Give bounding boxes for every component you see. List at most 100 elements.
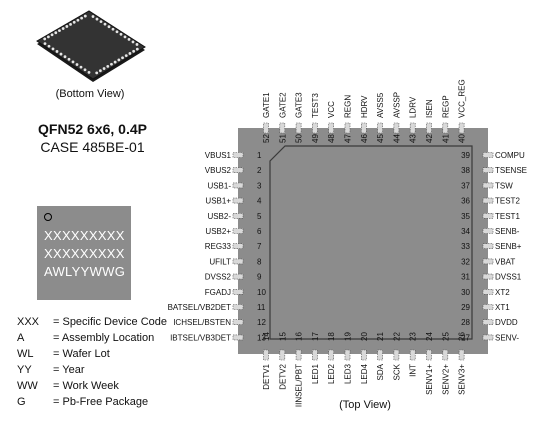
pin-pad-left xyxy=(232,288,244,295)
pin-number: 45 xyxy=(376,134,385,143)
legend-desc: = Pb-Free Package xyxy=(53,396,149,408)
pin-number: 36 xyxy=(461,197,470,206)
pin-pad-left xyxy=(232,258,244,265)
package-pad xyxy=(99,20,103,24)
package-pads xyxy=(43,14,139,75)
pin-pad-bottom xyxy=(458,349,465,361)
package-pad xyxy=(132,49,136,53)
pin-number: 48 xyxy=(327,134,336,143)
package-pad xyxy=(67,57,71,61)
package-pad xyxy=(107,25,111,29)
pin-name-left: USB2+ xyxy=(205,227,231,236)
package-pad xyxy=(54,31,58,35)
pin-pad-right xyxy=(482,288,494,295)
pin-number: 28 xyxy=(461,318,470,327)
pin-number: 51 xyxy=(278,134,287,143)
package-pad xyxy=(128,52,132,55)
pin-number: 52 xyxy=(262,134,271,143)
pin-pad-left xyxy=(232,213,244,219)
pin-name-right: TEST1 xyxy=(495,212,520,221)
pin-name-right: TEST2 xyxy=(495,197,520,206)
package-pad xyxy=(87,70,91,74)
pin-pad-left xyxy=(232,273,244,280)
pin-pad-right xyxy=(482,273,494,280)
pin-name-left: USB1+ xyxy=(205,197,231,206)
top-view-package: 1234567891011121339383736353433323130292… xyxy=(168,79,527,407)
legend-code: WL xyxy=(17,348,34,360)
pin-name-bottom: LED3 xyxy=(344,363,353,384)
package-pad xyxy=(135,43,139,46)
pin-number: 9 xyxy=(257,273,262,282)
pin-number: 26 xyxy=(458,332,467,341)
package-pad xyxy=(106,64,110,68)
package-pad xyxy=(131,40,135,44)
pin-pad-right xyxy=(482,334,494,341)
pin-name-right: XT1 xyxy=(495,303,510,312)
pin-pad-bottom xyxy=(409,349,416,361)
pin-name-top: VCC_REG xyxy=(458,79,467,118)
package-pad xyxy=(95,71,99,75)
pin-name-top: LDRV xyxy=(409,96,418,118)
legend-code: G xyxy=(17,396,26,408)
pin-name-top: AVSSP xyxy=(392,92,401,118)
pin-name-bottom: INT xyxy=(409,364,418,377)
package-pad xyxy=(91,15,95,18)
pin-pads xyxy=(232,122,494,361)
pin-pad-top xyxy=(458,122,465,134)
pin-name-top: AVSS5 xyxy=(376,92,385,118)
pin-pad-bottom xyxy=(377,349,383,361)
legend-desc: = Year xyxy=(53,364,85,376)
pin-name-right: COMPU xyxy=(495,151,525,160)
package-pad xyxy=(123,35,127,39)
pin-number: 13 xyxy=(257,333,266,342)
pin-pad-top xyxy=(279,122,286,134)
package-top-face xyxy=(36,10,146,80)
pin-number: 21 xyxy=(376,332,385,341)
pin-name-left: FGADJ xyxy=(205,288,231,297)
pin-number: 31 xyxy=(461,273,470,282)
pin-number: 11 xyxy=(257,303,266,312)
package-pad xyxy=(58,29,61,33)
pin-number: 42 xyxy=(425,134,434,143)
pin-number: 46 xyxy=(360,134,369,143)
exposed-pad xyxy=(269,145,473,340)
pin-name-bottom: SCK xyxy=(392,363,401,380)
package-pad xyxy=(69,22,72,26)
pin-pad-left xyxy=(232,334,244,341)
pin-number: 3 xyxy=(257,181,262,190)
package-pad xyxy=(55,50,59,53)
package-pad xyxy=(61,27,65,30)
pin-number: 15 xyxy=(278,332,287,341)
pin-pad-right xyxy=(482,167,494,173)
pin-pad-left xyxy=(232,197,244,204)
pin-pad-top xyxy=(393,122,400,134)
pin-name-bottom: SDA xyxy=(376,363,385,380)
pin-pad-bottom xyxy=(328,349,335,361)
package-name: QFN52 6x6, 0.4P xyxy=(38,121,147,137)
pin-number: 5 xyxy=(257,212,262,221)
pin-pad-bottom xyxy=(393,349,400,361)
package-pad xyxy=(50,33,54,37)
pin-pad-top xyxy=(409,122,416,134)
package-pad xyxy=(59,52,63,56)
package-pad xyxy=(71,60,75,64)
marking-line-1: XXXXXXXXX xyxy=(44,228,125,243)
pin-number: 16 xyxy=(295,332,304,341)
pin-number: 37 xyxy=(461,181,470,190)
pin-number: 34 xyxy=(461,227,470,236)
package-pad xyxy=(47,44,51,48)
pin-pad-bottom xyxy=(263,349,269,361)
pin-pad-right xyxy=(482,152,494,158)
pin-numbers: 1234567891011121339383736353433323130292… xyxy=(257,134,471,343)
package-pad xyxy=(63,55,67,59)
pin-name-left: UFILT xyxy=(209,257,231,266)
pin-number: 33 xyxy=(461,242,470,251)
marking-line-3: AWLYYWWG xyxy=(44,264,126,279)
legend-code: WW xyxy=(17,380,38,392)
legend-desc: = Assembly Location xyxy=(53,332,155,344)
pin-pad-left xyxy=(232,243,244,249)
pin-name-left: BATSEL/VB2DET xyxy=(168,303,232,312)
pin-number: 19 xyxy=(344,332,353,341)
pin-name-top: ISEN xyxy=(425,99,434,118)
package-pad xyxy=(135,47,139,51)
